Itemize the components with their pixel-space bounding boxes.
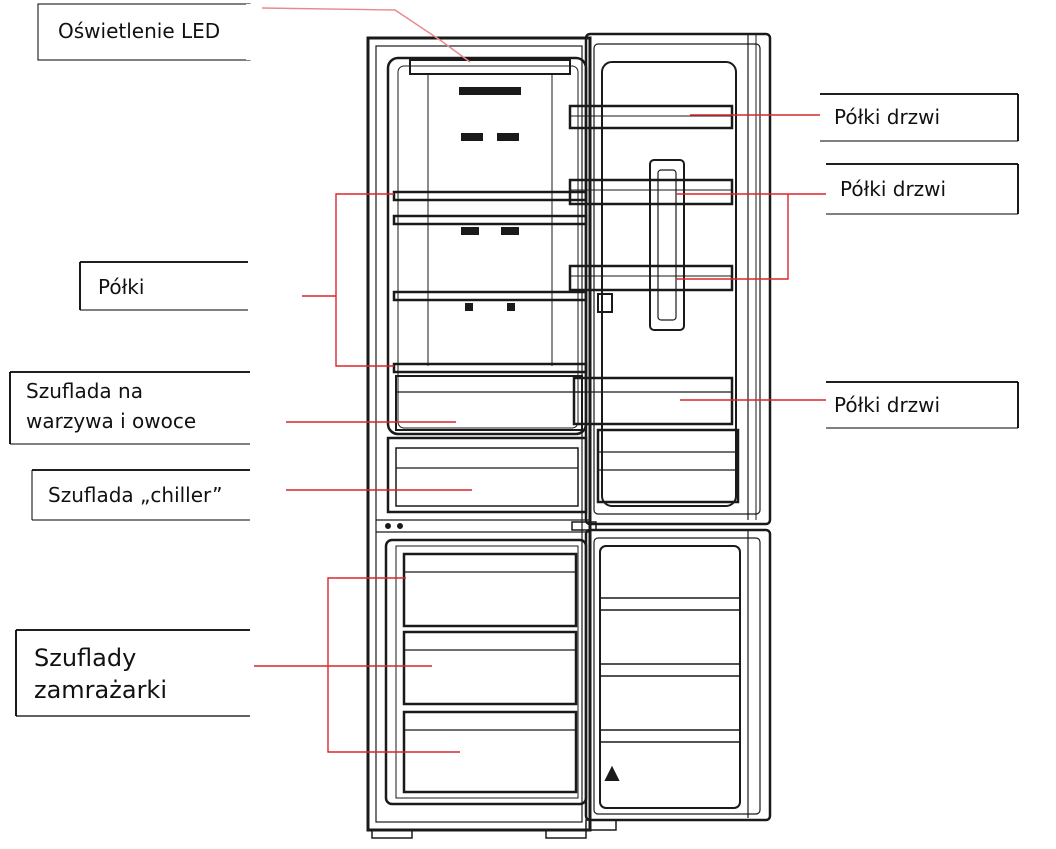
label-door-shelves-2: Półki drzwi <box>826 163 1019 215</box>
air-vent-left <box>461 133 483 141</box>
leader-lines <box>254 7 826 753</box>
label-freezer: Szuflady zamrażarki <box>15 629 250 717</box>
label-door-shelves-1: Półki drzwi <box>820 93 1019 142</box>
air-vent-top <box>459 87 521 95</box>
label-vegetable-drawer-line1: Szuflada na <box>26 379 143 403</box>
label-door-shelves-1-text: Półki drzwi <box>834 105 940 129</box>
label-chiller-text: Szuflada „chiller” <box>48 483 222 507</box>
leader-led <box>261 7 471 63</box>
door-bracket <box>649 159 685 331</box>
fridge-compartment <box>386 56 588 436</box>
door-bin-lower <box>596 428 740 504</box>
air-vent-mid-left <box>461 227 479 235</box>
label-chiller: Szuflada „chiller” <box>31 469 250 521</box>
air-vent-right <box>497 133 519 141</box>
leader-door-shelves-2 <box>676 193 826 280</box>
fridge-drawing <box>366 32 772 839</box>
chiller-drawer <box>386 436 588 514</box>
label-led: Oświetlenie LED <box>37 3 252 61</box>
cabinet-inner-frame <box>375 45 583 823</box>
glass-shelf-4 <box>392 362 588 374</box>
leader-shelves <box>302 193 394 367</box>
label-freezer-line2: zamrażarki <box>34 676 167 704</box>
label-door-shelves-3: Półki drzwi <box>826 381 1019 429</box>
door-balcony-1 <box>568 104 734 130</box>
glass-shelf-2 <box>392 214 588 226</box>
label-door-shelves-2-text: Półki drzwi <box>840 177 946 201</box>
label-door-shelves-3-text: Półki drzwi <box>834 393 940 417</box>
air-vent-low-left <box>465 303 473 311</box>
fridge-compartment-inner <box>397 65 579 429</box>
freezer-drawer-1 <box>402 552 578 628</box>
label-freezer-line1: Szuflady <box>34 644 136 672</box>
label-shelves: Półki <box>79 261 248 311</box>
door-balcony-4 <box>572 376 734 426</box>
cabinet-frame <box>366 36 592 832</box>
warning-triangle-icon <box>604 765 620 781</box>
air-vent-mid-right <box>501 227 519 235</box>
label-vegetable-drawer-line2: warzywa i owoce <box>26 409 196 433</box>
air-vent-low-right <box>507 303 515 311</box>
freezer-drawer-2 <box>402 630 578 706</box>
label-boxes: Oświetlenie LED Półki drzwi Półki drzwi … <box>9 3 1019 717</box>
lower-door <box>584 528 772 822</box>
freezer-compartment <box>384 538 588 806</box>
leader-freezer <box>254 577 460 753</box>
label-led-text: Oświetlenie LED <box>58 19 220 43</box>
door-balcony-3 <box>568 264 734 292</box>
cabinet-foot-left <box>371 829 413 839</box>
glass-shelf-1 <box>392 190 588 202</box>
led-housing <box>409 59 571 75</box>
glass-shelf-3 <box>392 290 588 302</box>
cabinet-foot-right <box>545 829 587 839</box>
label-vegetable-drawer: Szuflada na warzywa i owoce <box>9 371 250 445</box>
label-shelves-text: Półki <box>98 275 144 299</box>
